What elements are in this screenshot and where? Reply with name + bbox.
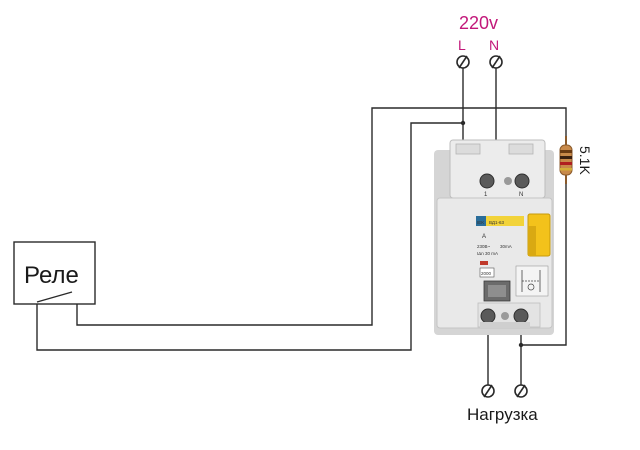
resistor-icon	[559, 136, 573, 184]
relay-wire-1	[76, 107, 496, 326]
resistor-top-wire	[496, 107, 567, 140]
neutral-terminal-icon	[489, 55, 503, 69]
terminal-screw-icon	[479, 173, 495, 189]
sensitivity-label: IΔn 30 mA	[477, 251, 498, 256]
terminal-right-label: N	[519, 192, 523, 198]
neutral-label: N	[489, 37, 499, 53]
relay-label: Реле	[24, 262, 79, 289]
relay-wire-2	[36, 122, 463, 351]
resistor-value-label: 5.1K	[577, 146, 593, 175]
label-strip	[476, 216, 524, 226]
brand-label: IEK	[477, 220, 484, 225]
phase-terminal-icon	[456, 55, 470, 69]
phase-label: L	[458, 37, 466, 53]
terminal-left-label: 1	[484, 192, 488, 198]
brand-logo-icon	[476, 216, 486, 226]
load-terminal-n-icon	[514, 384, 528, 398]
load-terminal-l-icon	[481, 384, 495, 398]
supply-voltage-label: 220v	[459, 13, 498, 33]
wiring	[36, 68, 567, 385]
terminal-screw-icon	[513, 308, 529, 324]
terminal-screw-icon	[480, 308, 496, 324]
relay-contact-icon	[36, 291, 73, 303]
voltage-rating-label: 230В~	[477, 244, 491, 249]
schematic-symbol-icon	[515, 265, 549, 297]
rating-box-label: 2000	[481, 271, 492, 276]
junction-dot-neutral	[518, 342, 524, 348]
junction-dot-phase	[460, 120, 466, 126]
rated-current-label: A	[482, 234, 486, 240]
terminal-screw-icon	[514, 173, 530, 189]
resistor-bottom-wire	[521, 180, 567, 346]
relay-box: Реле	[13, 241, 96, 305]
indicator-light-icon	[480, 261, 488, 265]
model-label: ВД1-63	[489, 220, 504, 225]
rcd-device: 1 N IEK ВД1-63 A 230В~ 30mA IΔn 30 mA 20…	[434, 139, 554, 335]
type-rating-label: 30mA	[500, 244, 512, 249]
load-label: Нагрузка	[467, 405, 538, 424]
